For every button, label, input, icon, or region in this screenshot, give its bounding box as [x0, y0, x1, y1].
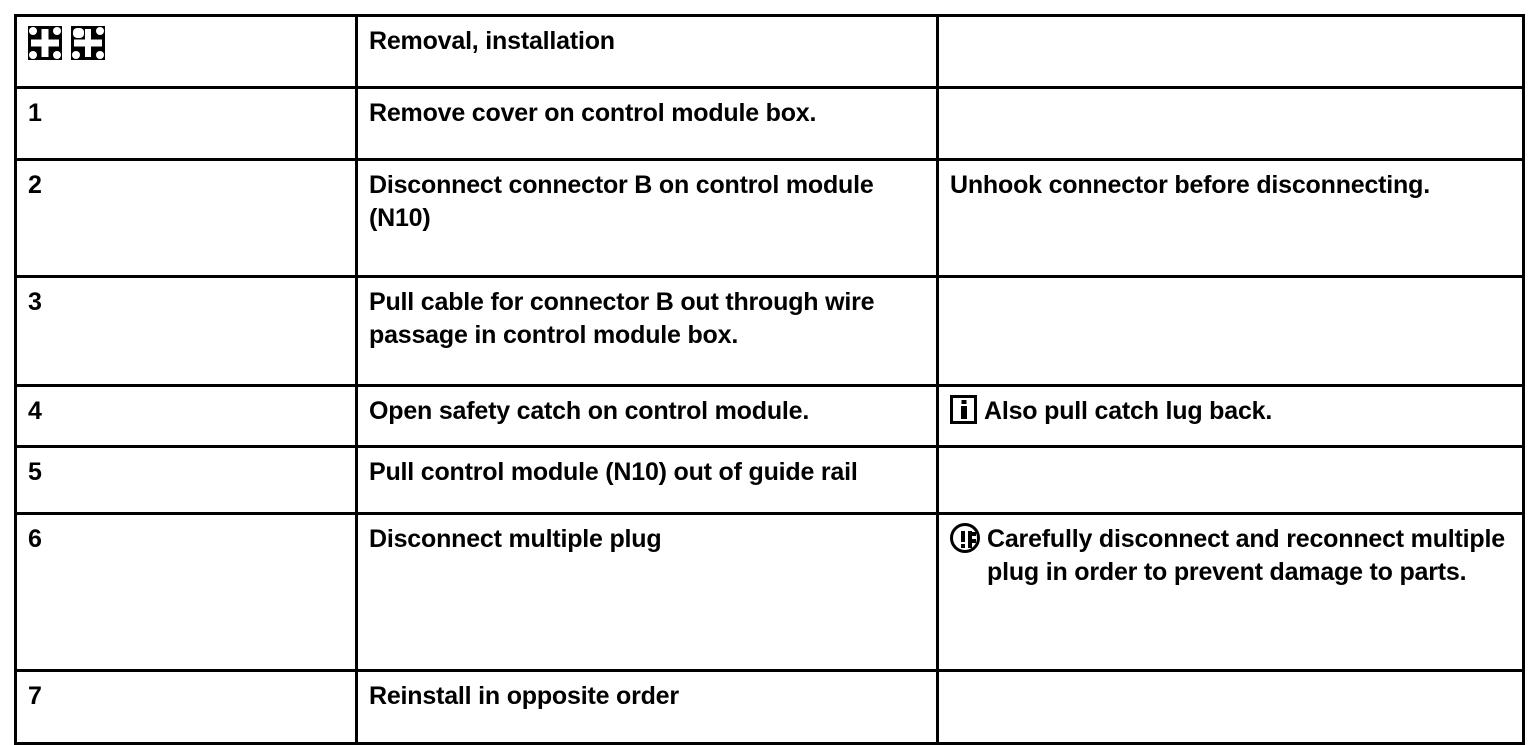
step-number: 6: [28, 525, 42, 553]
work-instruction-text: Disconnect multiple plug: [369, 525, 662, 553]
work-instruction-cell: Disconnect multiple plug: [355, 512, 939, 672]
note-cell: Unhook connector before disconnecting.: [936, 158, 1525, 278]
header-cell-note: [936, 14, 1525, 89]
caution-icon: [950, 523, 980, 553]
step-number: 3: [28, 288, 42, 316]
table-row: 3 Pull cable for connector B out through…: [14, 275, 1525, 387]
note-cell: [936, 445, 1525, 515]
note-cell: Also pull catch lug back.: [936, 384, 1525, 448]
step-number: 4: [28, 397, 42, 425]
work-instruction-text: Remove cover on control module box.: [369, 99, 817, 127]
work-instruction-text: Reinstall in opposite order: [369, 682, 679, 710]
table-row: 5 Pull control module (N10) out of guide…: [14, 445, 1525, 515]
note-with-icon: Carefully disconnect and reconnect multi…: [950, 523, 1511, 588]
note-with-icon: Also pull catch lug back.: [950, 395, 1511, 428]
work-instruction-text: Disconnect connector B on control module…: [369, 171, 874, 232]
removal-installation-symbol-icon: [28, 26, 62, 60]
step-number: 7: [28, 682, 42, 710]
work-instruction-cell: Open safety catch on control module.: [355, 384, 939, 448]
step-number: 1: [28, 99, 42, 127]
table-row: 7 Reinstall in opposite order: [14, 669, 1525, 745]
note-cell: [936, 669, 1525, 745]
work-instruction-cell: Remove cover on control module box.: [355, 86, 939, 161]
note-text: Unhook connector before disconnecting.: [950, 171, 1430, 199]
step-number-cell: 2: [14, 158, 358, 278]
header-cell-work-instruction: Removal, installation: [355, 14, 939, 89]
removal-installation-symbols: [28, 26, 344, 60]
work-instruction-cell: Pull control module (N10) out of guide r…: [355, 445, 939, 515]
info-icon: [950, 395, 977, 424]
removal-installation-symbol-variant-icon: [71, 26, 105, 60]
note-text: Also pull catch lug back.: [984, 397, 1273, 425]
note-cell: [936, 275, 1525, 387]
work-instruction-text: Open safety catch on control module.: [369, 397, 810, 425]
header-cell-symbols: [14, 14, 358, 89]
table-row: 4 Open safety catch on control module. A…: [14, 384, 1525, 448]
step-number: 2: [28, 171, 42, 199]
step-number-cell: 1: [14, 86, 358, 161]
step-number-cell: 6: [14, 512, 358, 672]
work-instruction-cell: Disconnect connector B on control module…: [355, 158, 939, 278]
work-instruction-cell: Reinstall in opposite order: [355, 669, 939, 745]
step-number: 5: [28, 458, 42, 486]
step-number-cell: 7: [14, 669, 358, 745]
removal-installation-table: Removal, installation 1 Remove cover on …: [14, 14, 1525, 745]
step-number-cell: 5: [14, 445, 358, 515]
work-instruction-cell: Pull cable for connector B out through w…: [355, 275, 939, 387]
table-row: 2 Disconnect connector B on control modu…: [14, 158, 1525, 278]
step-number-cell: 3: [14, 275, 358, 387]
step-number-cell: 4: [14, 384, 358, 448]
table-row: 6 Disconnect multiple plug Carefully dis…: [14, 512, 1525, 672]
note-cell: [936, 86, 1525, 161]
table-row: 1 Remove cover on control module box.: [14, 86, 1525, 161]
note-cell: Carefully disconnect and reconnect multi…: [936, 512, 1525, 672]
work-instruction-text: Pull cable for connector B out through w…: [369, 288, 875, 349]
table-header-row: Removal, installation: [14, 14, 1525, 89]
header-work-instruction-label: Removal, installation: [369, 27, 615, 55]
note-text: Carefully disconnect and reconnect multi…: [987, 525, 1505, 586]
work-instruction-text: Pull control module (N10) out of guide r…: [369, 458, 858, 486]
